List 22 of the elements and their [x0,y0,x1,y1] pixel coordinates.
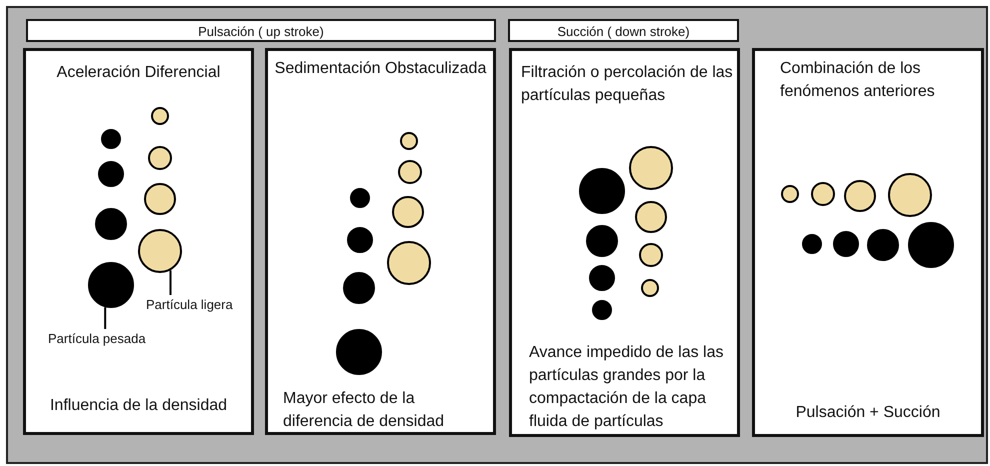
header-text: Succión ( down stroke) [556,23,691,40]
panel-title: Sedimentación Obstaculizada [274,59,488,79]
panel-caption: Avance impedido de las las partículas grandes por la compactación de la capa fluida de partículas [529,343,724,432]
mechanism-panel [265,48,496,435]
light-particle [137,228,183,274]
panel-caption: Pulsación + Succión [794,403,942,423]
particle-label: Partícula pesada [48,331,146,347]
panel-title: Filtración o percolación de las partículas pequeñas [521,63,734,106]
particle-label: Partícula ligera [146,297,233,313]
leader-line [170,270,172,295]
stroke-header-bar [26,19,496,42]
mechanism-panel [752,48,984,437]
panel-title: Aceleración Diferencial [56,63,222,83]
leader-line [104,307,106,329]
heavy-particle [87,261,135,309]
mechanism-panel [509,48,740,437]
mechanism-panel [23,48,254,435]
stroke-header-bar [508,19,739,42]
panel-title: Combinación de los fenómenos anteriores [780,59,936,102]
header-text: Pulsación ( up stroke) [197,23,325,40]
panel-caption: Influencia de la densidad [48,396,228,416]
panel-caption: Mayor efecto de la diferencia de densidad [283,389,446,432]
